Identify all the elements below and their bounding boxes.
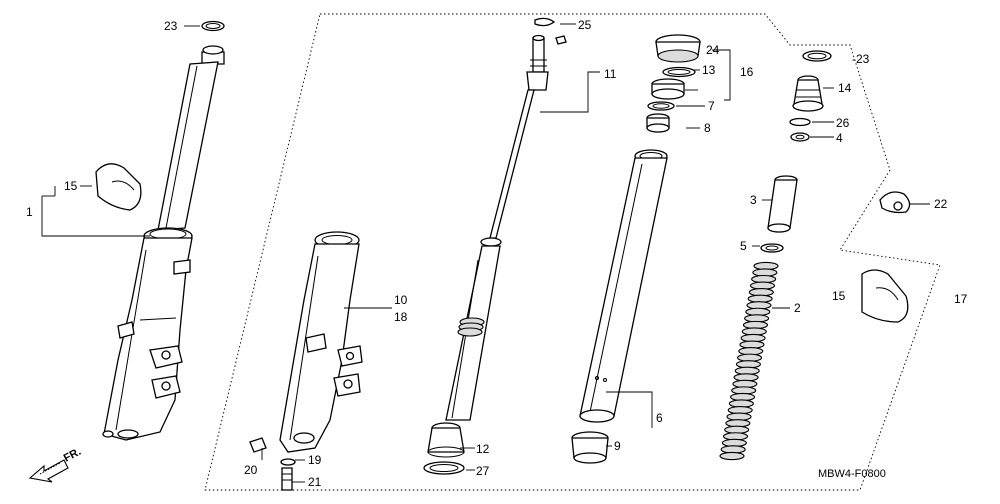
o-ring-27 [423, 461, 465, 475]
callout-24: 24 [706, 43, 720, 57]
fork-assembly-left [102, 20, 225, 441]
callout-16: 16 [740, 65, 754, 79]
o-ring-26 [789, 117, 811, 127]
assembly-boundary [204, 13, 941, 491]
leader-lines [41, 23, 930, 483]
bushing-9 [571, 431, 609, 464]
callout-3: 3 [750, 193, 757, 207]
fork-spring-2 [719, 261, 779, 461]
callout-23: 23 [164, 19, 178, 33]
dust-seal-24 [655, 34, 701, 63]
callout-27: 27 [476, 464, 490, 478]
spring-seat-5 [760, 243, 784, 253]
clip-25 [534, 17, 567, 45]
callout-18: 18 [394, 310, 408, 324]
spacer-3 [767, 175, 798, 233]
callout-10: 10 [394, 293, 408, 307]
stop-ring-13 [662, 66, 696, 78]
callout-23-right: -23 [852, 52, 870, 66]
fork-slider-10 [279, 231, 363, 453]
spring-coil [719, 451, 745, 461]
callout-25: 25 [578, 18, 592, 32]
callout-14: 14 [838, 81, 852, 95]
fork-tube-6 [579, 149, 668, 423]
callout-17: 17 [954, 292, 968, 306]
callout-1: 1 [26, 205, 33, 219]
bracket-clip-15-right [861, 269, 909, 323]
o-ring-23-right [802, 50, 832, 62]
callout-7: 7 [708, 99, 715, 113]
bolt-20 [249, 437, 267, 453]
damper-rod-11 [445, 34, 549, 421]
callout-6: 6 [656, 411, 663, 425]
front-direction-arrow [28, 459, 69, 483]
direction-label: FR. [62, 446, 83, 465]
washer-19 [280, 458, 296, 466]
slider-bushing-8 [646, 113, 670, 133]
seal-12 [427, 422, 465, 458]
back-up-ring-7 [647, 101, 675, 111]
callout-19: 19 [308, 453, 322, 467]
callout-20: 20 [244, 463, 258, 477]
washer-4 [790, 132, 810, 142]
bolt-21 [281, 467, 293, 491]
callout-2: 2 [794, 301, 801, 315]
callout-15-right: 15 [832, 289, 846, 303]
callout-11: 11 [604, 67, 617, 81]
callout-9: 9 [614, 439, 621, 453]
diagram-code: MBW4-F0800 [818, 468, 886, 480]
callout-12: 12 [476, 442, 490, 456]
callout-22: 22 [934, 197, 948, 211]
oil-seal-16 [651, 78, 685, 100]
clip-22 [879, 191, 911, 214]
callout-15: 15 [64, 179, 78, 193]
callout-4: 4 [836, 131, 843, 145]
callout-8: 8 [704, 121, 711, 135]
callout-5: 5 [740, 239, 747, 253]
callout-21: 21 [308, 475, 322, 489]
fork-bolt-14 [792, 75, 824, 112]
callout-26: 26 [836, 116, 850, 130]
part-callouts: 23 15 1 10 18 20 19 21 25 11 12 27 24 13… [26, 18, 968, 489]
bracket-clip-15-left [95, 163, 142, 211]
callout-13: 13 [702, 63, 716, 77]
